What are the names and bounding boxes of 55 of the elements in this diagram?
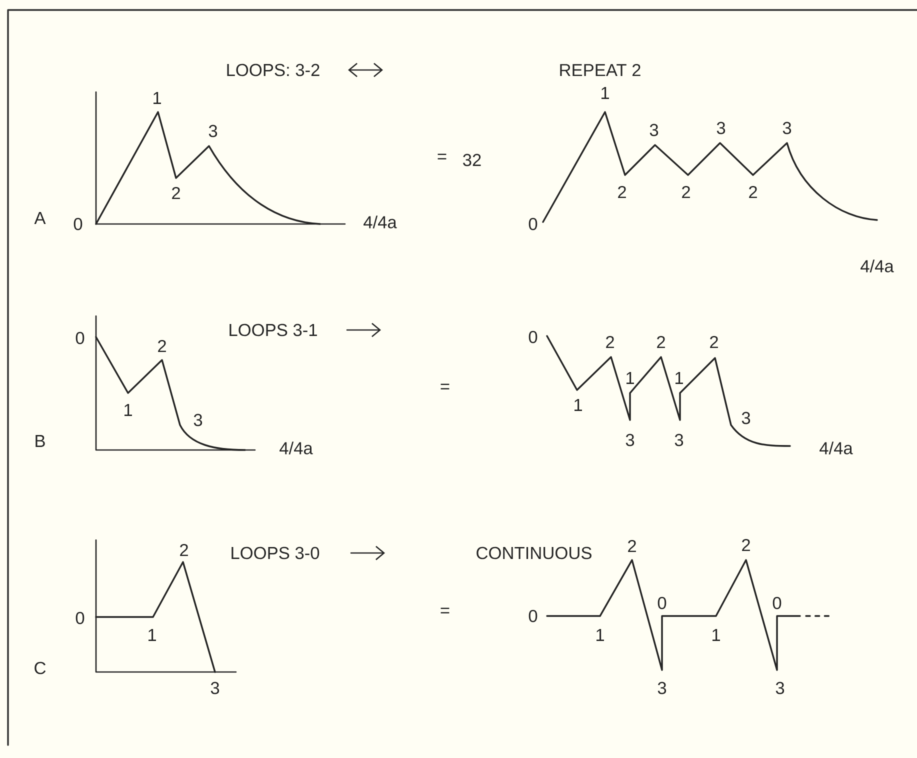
point-label: 0 — [772, 596, 782, 610]
point-label: 0 — [528, 610, 538, 622]
loop-label: LOOPS 3-0 — [232, 546, 320, 560]
row-letter: C — [34, 662, 46, 674]
point-label: 0 — [74, 218, 82, 230]
axis-label: 4/4a — [820, 442, 853, 454]
point-label: 0 — [528, 218, 538, 230]
loop-label: LOOPS 3-1 — [230, 324, 317, 336]
equals-sign: = — [440, 384, 450, 390]
point-label: 1 — [574, 399, 582, 411]
point-label: 0 — [76, 612, 84, 624]
point-label: 2 — [618, 186, 626, 198]
point-label: 0 — [658, 596, 666, 610]
count-label: 32 — [463, 154, 481, 166]
point-label: 3 — [776, 682, 784, 694]
mode-label: CONTINUOUS — [476, 546, 592, 560]
point-label: 3 — [742, 412, 750, 424]
row-letter: A — [34, 212, 46, 224]
point-label: 1 — [626, 372, 634, 384]
point-label: 2 — [172, 186, 180, 200]
point-label: 3 — [658, 682, 666, 694]
point-label: 1 — [596, 629, 604, 641]
point-label: 2 — [742, 538, 750, 552]
point-label: 3 — [650, 124, 658, 136]
point-label: 3 — [716, 122, 726, 134]
point-label: 1 — [602, 87, 609, 99]
point-label: 2 — [158, 340, 166, 352]
equals-sign: = — [438, 154, 446, 160]
point-label: 1 — [148, 629, 156, 641]
point-label: 0 — [76, 332, 84, 344]
point-label: 2 — [749, 186, 757, 198]
point-label: 3 — [210, 682, 220, 694]
point-label: 3 — [674, 434, 684, 446]
repeat-label: REPEAT 2 — [560, 64, 640, 76]
point-label: 2 — [657, 336, 665, 348]
point-label: 1 — [712, 629, 720, 641]
point-label: 1 — [124, 404, 132, 416]
point-label: 3 — [208, 124, 218, 138]
point-label: 2 — [180, 544, 188, 556]
axis-label: 4/4a — [860, 260, 894, 272]
point-label: 2 — [606, 336, 614, 348]
point-label: 1 — [154, 92, 161, 104]
axis-label: 4/4a — [280, 442, 313, 454]
loop-label: LOOPS: 3-2 — [227, 64, 320, 76]
point-label: 1 — [676, 372, 683, 384]
equals-sign: = — [440, 608, 450, 614]
point-label: 2 — [682, 186, 690, 198]
axis-label: 4/4a — [364, 216, 397, 228]
point-label: 2 — [628, 540, 636, 552]
point-label: 0 — [528, 330, 538, 344]
point-label: 3 — [194, 414, 202, 426]
point-label: 2 — [710, 336, 718, 348]
point-label: 3 — [626, 434, 634, 446]
row-letter: B — [36, 435, 45, 447]
point-label: 3 — [782, 122, 792, 134]
